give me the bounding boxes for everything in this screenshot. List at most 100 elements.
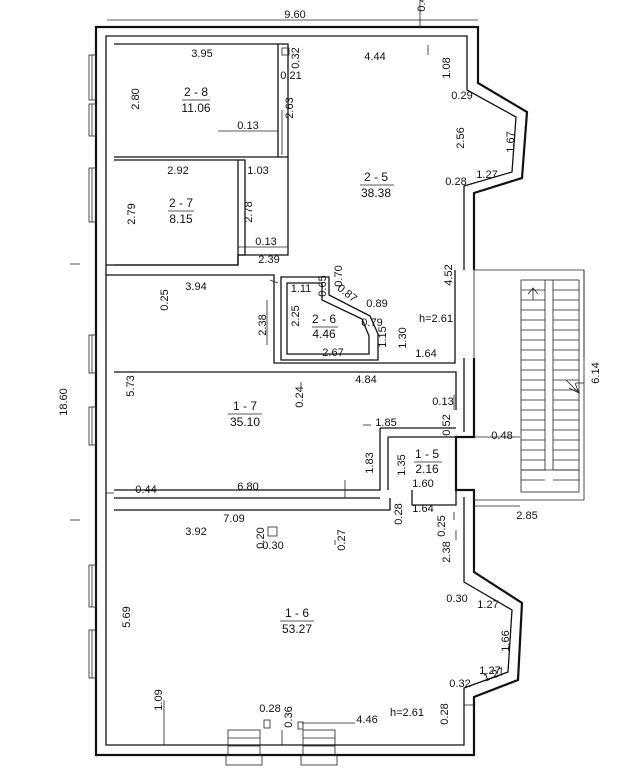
- room-area: 11.06: [181, 101, 210, 115]
- dimension-label: 0.25: [159, 289, 171, 310]
- dimension-label: 0.48: [491, 430, 512, 442]
- dimension-label: 1.09: [153, 689, 165, 710]
- room-label-1-7: 1 - 7 35.10: [228, 399, 262, 429]
- dimension-lines: [70, 0, 584, 745]
- dimension-label: 0.13: [255, 236, 276, 248]
- dimension-label: 0.27: [336, 529, 348, 550]
- dimension-label: 7.09: [223, 513, 244, 525]
- dimension-label: 1.03: [247, 165, 268, 177]
- dimension-label: 2.79: [126, 203, 138, 224]
- interior-walls: [106, 43, 457, 511]
- dimension-label: 0.24: [294, 386, 306, 407]
- dimension-label: 2.80: [130, 88, 142, 109]
- dimension-label: 3.95: [191, 48, 212, 60]
- dimension-label: 9.60: [284, 9, 305, 21]
- dimension-label: 1.08: [441, 57, 453, 78]
- dimension-label: 2.39: [258, 254, 279, 266]
- dimension-label: 4.84: [355, 374, 376, 386]
- dimension-label: 2.56: [455, 127, 467, 148]
- dimension-label: 0.13: [237, 120, 258, 132]
- room-area: 53.27: [282, 622, 312, 636]
- dimension-label: 0.29: [451, 90, 472, 102]
- room-label-1-6: 1 - 6 53.27: [280, 606, 314, 636]
- room-label-2-6: 2 - 6 4.46: [312, 312, 338, 341]
- dimension-texts: 9.60 3.95 4.44 0.21 0.29 0.13 1.03 2.92 …: [135, 9, 537, 726]
- room-label-2-5: 2 - 5 38.38: [360, 170, 394, 200]
- dimension-label: 0.13: [432, 396, 453, 408]
- dimension-label: 1.83: [364, 452, 376, 473]
- dimension-label: 18.60: [58, 388, 70, 416]
- dimension-label: 1.15: [377, 326, 389, 347]
- dimension-label: 0.87: [335, 282, 359, 305]
- room-area: 4.46: [312, 327, 336, 341]
- dimension-label: 1.27: [476, 169, 497, 181]
- dimension-label: 0.79: [361, 317, 382, 329]
- dimension-label: 1.64: [415, 348, 436, 360]
- dimension-label: 2.85: [516, 510, 537, 522]
- room-area: 8.15: [169, 212, 193, 226]
- room-label-2-7: 2 - 7 8.15: [168, 196, 194, 226]
- dimension-label: 2.25: [290, 305, 302, 326]
- staircase: [473, 268, 585, 501]
- room-id: 1 - 7: [233, 399, 257, 413]
- dimension-label: 0.65: [317, 275, 329, 296]
- dimension-label: 0.52: [441, 414, 453, 435]
- dimension-label: 5.73: [125, 375, 137, 396]
- dimension-label: 2.38: [441, 541, 453, 562]
- room-id: 2 - 5: [364, 170, 388, 184]
- bottom-entries: [225, 729, 338, 766]
- left-windows: [88, 54, 97, 679]
- dimension-label: 0.36: [283, 706, 295, 727]
- room-id: 1 - 5: [415, 447, 439, 461]
- dimension-label: 1.85: [375, 417, 396, 429]
- dimension-label: 0.30: [446, 593, 467, 605]
- dimension-label: 0.28: [445, 176, 466, 188]
- room-id: 2 - 8: [184, 85, 208, 99]
- plan-symbols: [263, 47, 304, 730]
- dimension-label: 6.14: [590, 362, 602, 383]
- dimension-label: 1.35: [396, 454, 408, 475]
- dimension-label: 4.44: [364, 51, 385, 63]
- room-label-1-5: 1 - 5 2.16: [414, 447, 442, 476]
- dimension-label: 5.69: [121, 606, 133, 627]
- dimension-label: 1.64: [412, 503, 433, 515]
- vertical-dimension-texts: 0.32 1.08 2.80 2.63 2.56 1.67 2.79 2.78 …: [58, 0, 602, 728]
- room-id: 2 - 6: [312, 312, 336, 326]
- height-label: h=2.61: [390, 707, 424, 719]
- dimension-label: 1.60: [412, 478, 433, 490]
- dimension-label: 1.27: [479, 665, 500, 677]
- room-id: 1 - 6: [285, 606, 309, 620]
- dimension-label: 0.32: [449, 678, 470, 690]
- dimension-label: 1.66: [500, 630, 512, 651]
- height-label: h=2.61: [419, 313, 453, 325]
- dimension-label: 2.63: [284, 97, 296, 118]
- dimension-label: 2.78: [243, 201, 255, 222]
- dimension-label: 2.67: [322, 347, 343, 359]
- dimension-label: 0.28: [439, 703, 451, 724]
- room-label-2-8: 2 - 8 11.06: [181, 85, 210, 115]
- room-area: 38.38: [361, 186, 391, 200]
- dimension-label: 6.80: [237, 481, 258, 493]
- dimension-label: 0.30: [262, 540, 283, 552]
- dimension-label: 0.28: [259, 703, 280, 715]
- dimension-label: 0.25: [436, 515, 448, 536]
- dimension-label: 0.32: [290, 47, 302, 68]
- dimension-label: 0.4: [416, 0, 428, 12]
- dimension-label: 1.67: [505, 131, 517, 152]
- dimension-label: 0.89: [366, 298, 387, 310]
- dimension-label: 3.94: [185, 281, 206, 293]
- dimension-label: 4.46: [356, 714, 377, 726]
- room-area: 2.16: [415, 462, 439, 476]
- dimension-label: 2.92: [167, 165, 188, 177]
- dimension-label: 1.30: [397, 327, 409, 348]
- dimension-label: 1.27: [477, 599, 498, 611]
- dimension-label: 2.38: [257, 314, 269, 335]
- dimension-label: 4.52: [443, 264, 455, 285]
- dimension-label: 0.20: [255, 527, 267, 548]
- dimension-label: 0.21: [280, 70, 301, 82]
- room-area: 35.10: [230, 415, 260, 429]
- dimension-label: 0.70: [333, 265, 345, 286]
- room-id: 2 - 7: [169, 196, 193, 210]
- dimension-label: 1.11: [291, 283, 312, 295]
